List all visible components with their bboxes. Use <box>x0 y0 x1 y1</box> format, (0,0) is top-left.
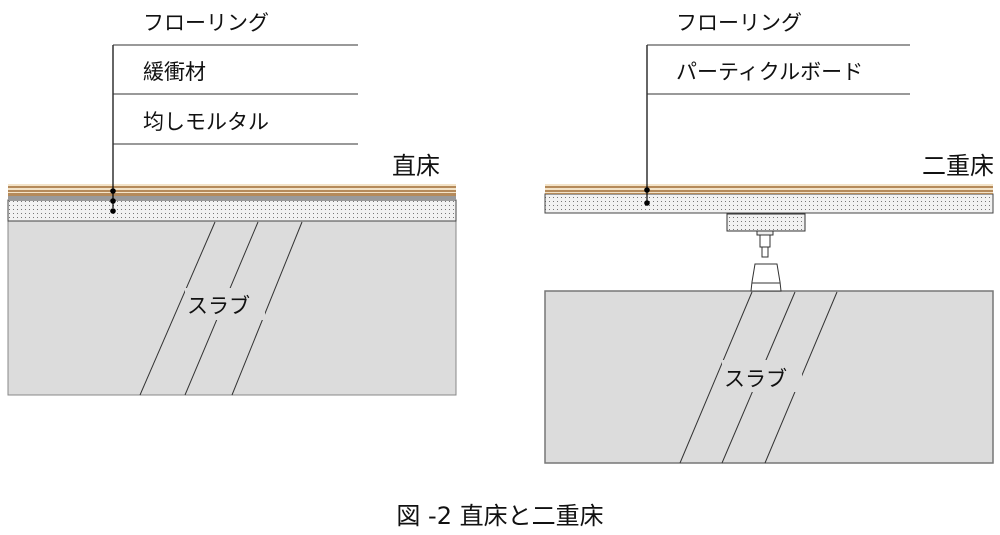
layer-label-mortar: 均しモルタル <box>143 110 269 134</box>
raised-floor-diagram: スラブ フローリング パーティクルボード 二重床 <box>544 11 994 464</box>
particle-board-layer <box>544 193 994 214</box>
slab-label-bg <box>722 360 802 392</box>
slab-label: スラブ <box>724 367 787 391</box>
layer-label-flooring: フローリング <box>143 11 269 35</box>
cushion-layer <box>8 196 456 200</box>
flooring-layer <box>545 184 993 194</box>
flooring-layer <box>8 184 456 196</box>
direct-floor-title: 直床 <box>392 152 440 180</box>
figure-caption: 図 -2 直床と二重床 <box>396 502 603 530</box>
layer-label-flooring: フローリング <box>676 11 802 35</box>
slab-label: スラブ <box>187 294 250 318</box>
raised-floor-title: 二重床 <box>922 152 994 180</box>
leveling-mortar-layer <box>7 199 457 222</box>
layer-label-particle-board: パーティクルボード <box>676 60 863 84</box>
slab-label-bg <box>185 288 265 320</box>
layer-label-cushion: 緩衝材 <box>143 60 206 84</box>
support-pedestal <box>726 213 806 292</box>
direct-floor-diagram: スラブ フローリング 緩衝材 均しモルタル 直床 <box>7 11 457 396</box>
